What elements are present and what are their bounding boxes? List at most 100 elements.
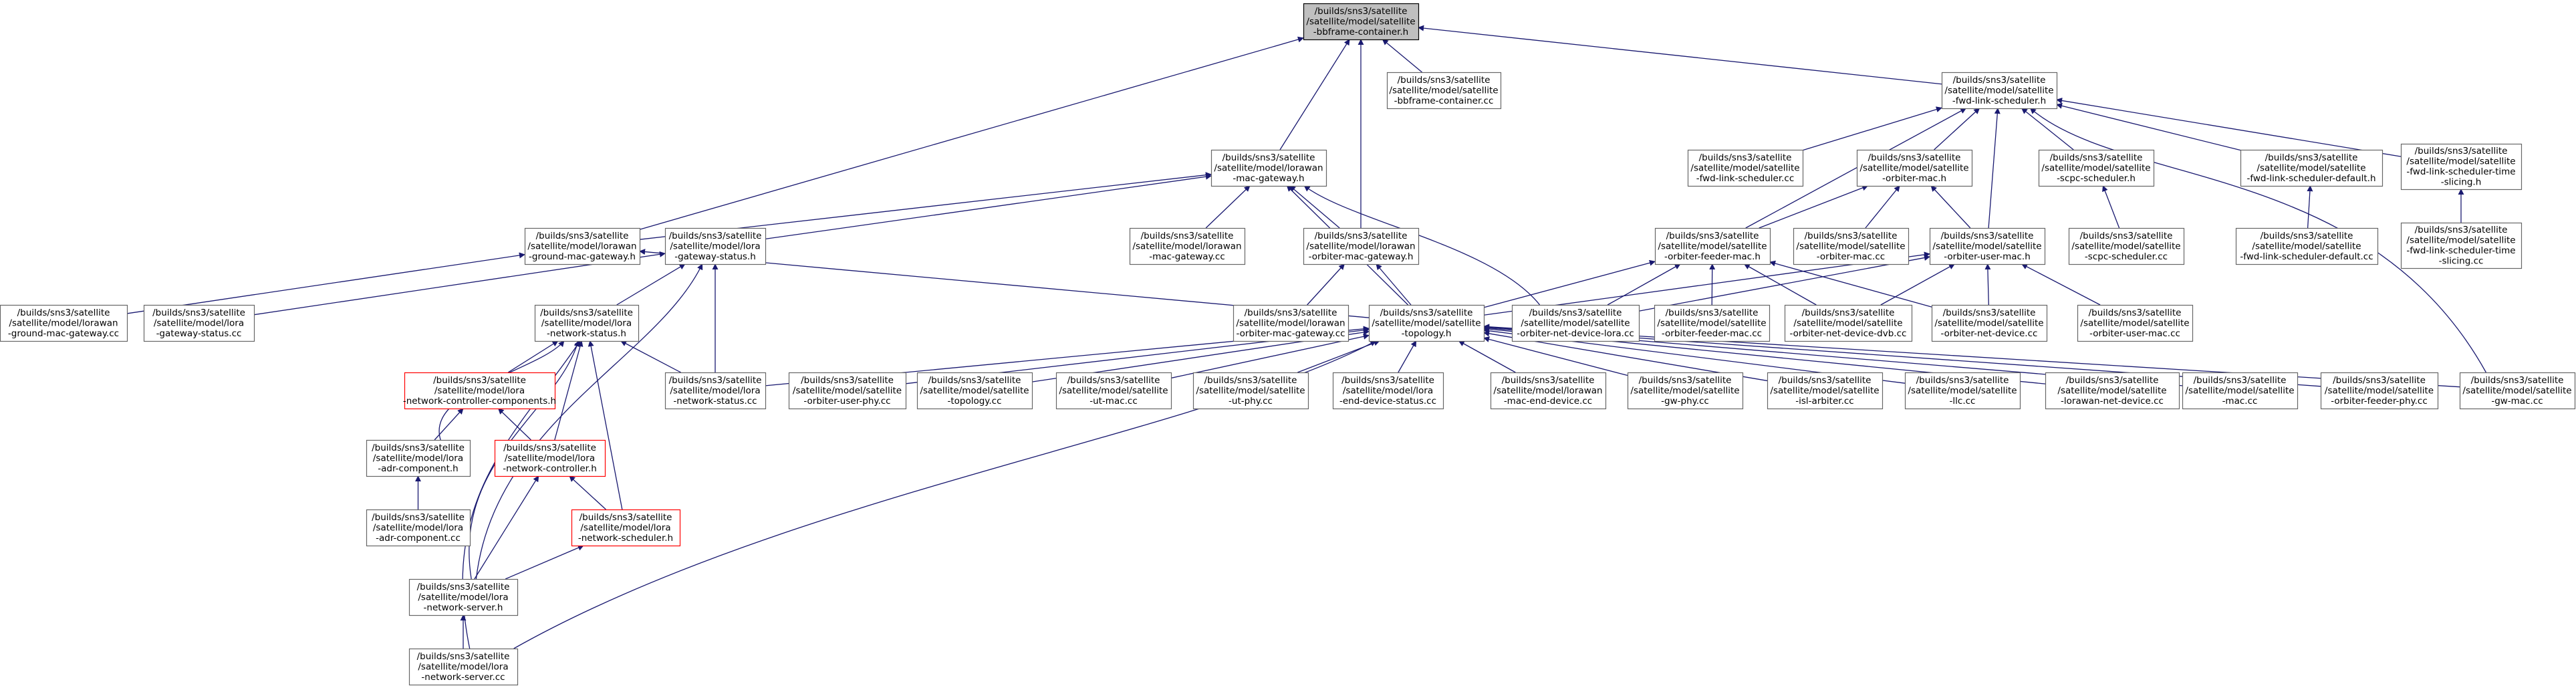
node-label-line: /satellite/model/satellite	[1770, 385, 1879, 396]
node-lorawan-net-dev-cc[interactable]: /builds/sns3/satellite/satellite/model/s…	[2045, 372, 2180, 410]
node-orbiter-feeder-cc[interactable]: /builds/sns3/satellite/satellite/model/s…	[1654, 304, 1771, 342]
node-label-line: /satellite/model/lorawan	[1236, 318, 1345, 328]
node-net-dev-lora-cc[interactable]: /builds/sns3/satellite/satellite/model/s…	[1511, 304, 1640, 342]
node-net-status-cc[interactable]: /builds/sns3/satellite/satellite/model/l…	[664, 372, 767, 410]
node-box	[1793, 227, 1910, 265]
node-box	[404, 372, 556, 410]
node-gw-mac-cc[interactable]: /builds/sns3/satellite/satellite/model/s…	[2459, 372, 2576, 410]
node-label-line: /builds/sns3/satellite	[1502, 375, 1595, 386]
node-box	[916, 372, 1033, 410]
edge-ctrl_comp_h-to-net_status_h	[507, 340, 559, 373]
node-end-dev-status-cc[interactable]: /builds/sns3/satellite/satellite/model/l…	[1332, 372, 1444, 410]
node-label-line: /builds/sns3/satellite	[2066, 375, 2159, 386]
edge-net_dev_cc-to-orbiter_feeder_h	[1769, 260, 1932, 308]
edge-orbiter_gw_cc-to-orbiter_gw_h	[1307, 263, 1345, 306]
node-llc-cc[interactable]: /builds/sns3/satellite/satellite/model/s…	[1904, 372, 2021, 410]
node-gw-status-h[interactable]: /builds/sns3/satellite/satellite/model/l…	[664, 227, 767, 265]
node-net-server-h[interactable]: /builds/sns3/satellite/satellite/model/l…	[408, 578, 519, 616]
node-gw-status-cc[interactable]: /builds/sns3/satellite/satellite/model/l…	[143, 304, 255, 342]
edge-fwd_default_h-to-fwd_sched_h	[2056, 102, 2241, 151]
edge-orbiter_mac_h-to-fwd_sched_h	[1934, 108, 1980, 150]
node-box	[2045, 372, 2180, 410]
node-gw-phy-cc[interactable]: /builds/sns3/satellite/satellite/model/s…	[1627, 372, 1744, 410]
node-topology-cc[interactable]: /builds/sns3/satellite/satellite/model/s…	[916, 372, 1033, 410]
node-net-sched-h[interactable]: /builds/sns3/satellite/satellite/model/l…	[571, 509, 681, 547]
node-lorawan-gw-cc[interactable]: /builds/sns3/satellite/satellite/model/l…	[1129, 227, 1246, 265]
edge-fwd_time_h-to-fwd_sched_h	[2056, 98, 2402, 157]
node-adr-h[interactable]: /builds/sns3/satellite/satellite/model/l…	[366, 439, 471, 477]
node-label-line: /satellite/model/lorawan	[1493, 385, 1602, 396]
edge-orbiter_mac_cc-to-orbiter_mac_h	[1865, 185, 1900, 229]
node-label-line: /satellite/model/satellite	[1521, 318, 1630, 328]
node-net-server-cc[interactable]: /builds/sns3/satellite/satellite/model/l…	[408, 648, 519, 686]
node-label-line: -ut-mac.cc	[1089, 396, 1138, 407]
node-bbframe-cc[interactable]: /builds/sns3/satellite/satellite/model/s…	[1386, 72, 1502, 110]
node-fwd-sched-cc[interactable]: /builds/sns3/satellite/satellite/model/s…	[1687, 149, 1804, 187]
node-label-line: /builds/sns3/satellite	[1245, 308, 1337, 318]
node-box	[366, 439, 471, 477]
node-mac-end-dev-cc[interactable]: /builds/sns3/satellite/satellite/model/l…	[1490, 372, 1607, 410]
node-orbiter-user-h[interactable]: /builds/sns3/satellite/satellite/model/s…	[1929, 227, 2046, 265]
node-fwd-default-cc[interactable]: /builds/sns3/satellite/satellite/model/s…	[2235, 227, 2379, 265]
node-label-line: /satellite/model/satellite	[1658, 241, 1767, 251]
node-label-line: /satellite/model/satellite	[920, 385, 1029, 396]
node-label-line: -orbiter-user-mac.cc	[2089, 328, 2180, 339]
node-label-line: /builds/sns3/satellite	[1916, 375, 2009, 386]
node-label-line: /builds/sns3/satellite	[2261, 231, 2353, 241]
node-label-line: /satellite/model/lora	[580, 522, 670, 533]
node-label-line: /satellite/model/satellite	[2057, 385, 2166, 396]
node-user-phy-cc[interactable]: /builds/sns3/satellite/satellite/model/s…	[788, 372, 907, 410]
node-label-line: -ground-mac-gateway.cc	[8, 328, 119, 339]
node-mac-cc[interactable]: /builds/sns3/satellite/satellite/model/s…	[2182, 372, 2299, 410]
node-isl-arbiter-cc[interactable]: /builds/sns3/satellite/satellite/model/s…	[1767, 372, 1884, 410]
node-orbiter-user-cc[interactable]: /builds/sns3/satellite/satellite/model/s…	[2077, 304, 2194, 342]
node-lorawan-gw-h[interactable]: /builds/sns3/satellite/satellite/model/l…	[1210, 149, 1327, 187]
edge-net_status_h-to-gw_status_h	[616, 263, 686, 306]
node-net-dev-dvb-cc[interactable]: /builds/sns3/satellite/satellite/model/s…	[1784, 304, 1913, 342]
node-box	[1687, 149, 1804, 187]
node-label-line: /satellite/model/satellite	[2185, 385, 2294, 396]
node-label-line: -orbiter-mac.h	[1882, 173, 1946, 184]
node-feeder-phy-cc[interactable]: /builds/sns3/satellite/satellite/model/s…	[2320, 372, 2439, 410]
node-label-line: /satellite/model/lora	[505, 453, 595, 463]
node-bbframe-h[interactable]: /builds/sns3/satellite/satellite/model/s…	[1303, 3, 1420, 41]
node-scpc-h[interactable]: /builds/sns3/satellite/satellite/model/s…	[2038, 149, 2155, 187]
edge-scpc_h-to-fwd_sched_h	[2021, 108, 2074, 150]
node-box	[571, 509, 681, 547]
edge-net_server_h-to-net_sched_h	[505, 545, 584, 580]
node-label-line: /builds/sns3/satellite	[1699, 152, 1792, 163]
node-fwd-time-cc[interactable]: /builds/sns3/satellite/satellite/model/s…	[2400, 222, 2523, 269]
node-label-line: /satellite/model/lora	[670, 241, 760, 251]
node-label-line: -slicing.h	[2441, 177, 2482, 188]
node-net-dev-cc[interactable]: /builds/sns3/satellite/satellite/model/s…	[1931, 304, 2048, 342]
node-adr-cc[interactable]: /builds/sns3/satellite/satellite/model/l…	[366, 509, 471, 547]
node-orbiter-feeder-h[interactable]: /builds/sns3/satellite/satellite/model/s…	[1654, 227, 1771, 265]
node-fwd-sched-h[interactable]: /builds/sns3/satellite/satellite/model/s…	[1941, 72, 2058, 110]
node-fwd-default-h[interactable]: /builds/sns3/satellite/satellite/model/s…	[2240, 149, 2384, 187]
node-ground-gw-h[interactable]: /builds/sns3/satellite/satellite/model/l…	[524, 227, 641, 265]
node-label-line: -gw-mac.cc	[2491, 396, 2543, 407]
node-orbiter-gw-cc[interactable]: /builds/sns3/satellite/satellite/model/l…	[1233, 304, 1349, 342]
node-net-ctrl-h[interactable]: /builds/sns3/satellite/satellite/model/l…	[494, 439, 606, 477]
edge-net_dev_cc-to-orbiter_user_h	[1984, 263, 1991, 306]
node-orbiter-mac-h[interactable]: /builds/sns3/satellite/satellite/model/s…	[1856, 149, 1973, 187]
node-ut-phy-cc[interactable]: /builds/sns3/satellite/satellite/model/s…	[1192, 372, 1309, 410]
node-topology-h[interactable]: /builds/sns3/satellite/satellite/model/s…	[1368, 304, 1485, 342]
node-label-line: -network-scheduler.h	[578, 533, 673, 544]
node-orbiter-mac-cc[interactable]: /builds/sns3/satellite/satellite/model/s…	[1793, 227, 1910, 265]
node-orbiter-gw-h[interactable]: /builds/sns3/satellite/satellite/model/l…	[1303, 227, 1420, 265]
node-ctrl-comp-h[interactable]: /builds/sns3/satellite/satellite/model/l…	[403, 372, 556, 410]
node-ut-mac-cc[interactable]: /builds/sns3/satellite/satellite/model/s…	[1055, 372, 1172, 410]
node-scpc-cc[interactable]: /builds/sns3/satellite/satellite/model/s…	[2068, 227, 2185, 265]
node-net-status-h[interactable]: /builds/sns3/satellite/satellite/model/l…	[534, 304, 640, 342]
node-label-line: -topology.cc	[947, 396, 1001, 407]
node-box	[534, 304, 640, 342]
edge-gw_mac_cc-to-fwd_sched_h	[2029, 108, 2486, 373]
node-ground-gw-cc[interactable]: /builds/sns3/satellite/satellite/model/l…	[0, 304, 128, 342]
node-label-line: /builds/sns3/satellite	[2333, 375, 2426, 386]
node-box	[1055, 372, 1172, 410]
node-fwd-time-h[interactable]: /builds/sns3/satellite/satellite/model/s…	[2400, 143, 2523, 191]
node-label-line: -ut-phy.cc	[1229, 396, 1273, 407]
node-box	[2038, 149, 2155, 187]
